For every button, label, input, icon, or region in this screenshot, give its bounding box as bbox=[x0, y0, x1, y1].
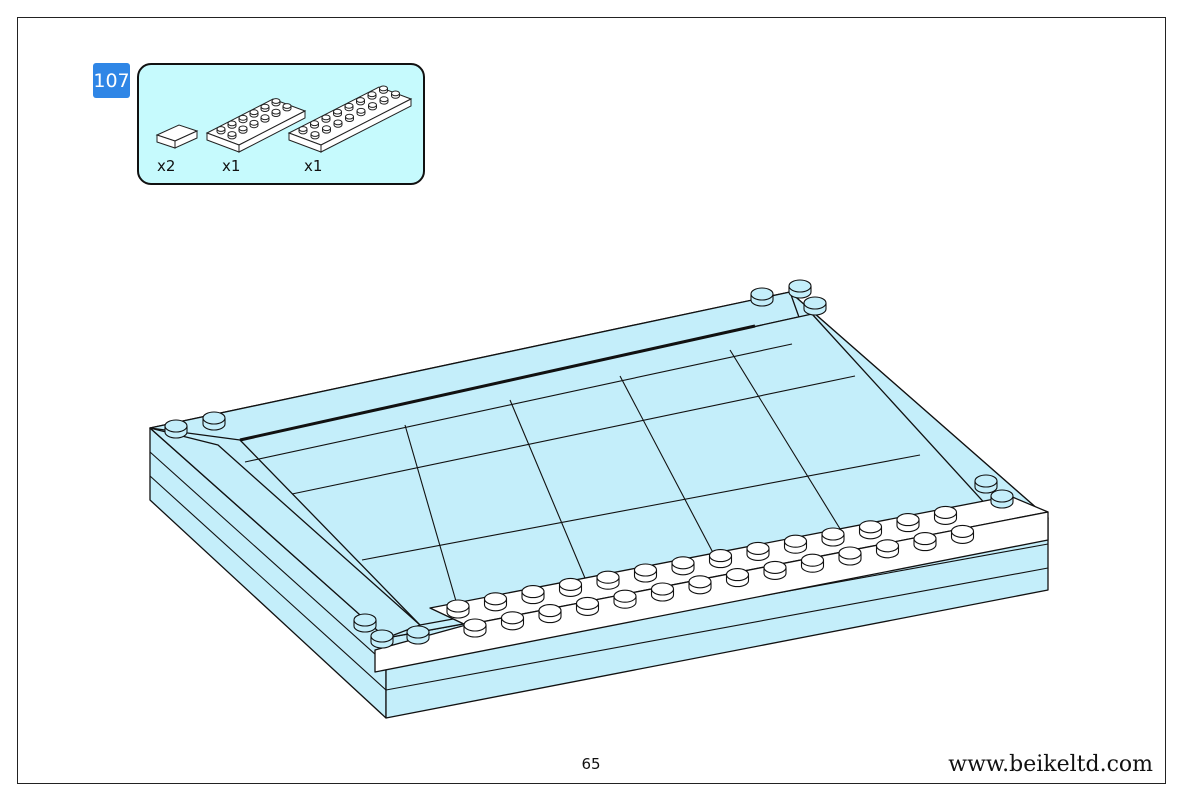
floor-seam bbox=[361, 454, 921, 561]
part-stud bbox=[321, 114, 331, 123]
plate-stud bbox=[950, 524, 975, 544]
plate-stud bbox=[483, 592, 508, 612]
corner-stud bbox=[803, 296, 827, 316]
corner-stud bbox=[202, 411, 226, 431]
part-stud bbox=[249, 109, 259, 118]
corner-stud bbox=[990, 489, 1014, 509]
part-stud bbox=[271, 108, 281, 117]
plate-stud bbox=[800, 553, 825, 573]
floor-seam bbox=[291, 375, 856, 495]
website-url[interactable]: www.beikeltd.com bbox=[948, 752, 1153, 777]
plate-stud bbox=[763, 560, 787, 580]
plate-stud bbox=[558, 577, 583, 597]
part-qty-tile: x2 bbox=[157, 157, 176, 175]
back-wall-gap bbox=[239, 324, 756, 442]
part-stud bbox=[227, 120, 237, 129]
plate-stud bbox=[725, 568, 750, 588]
part-stud bbox=[333, 108, 342, 117]
part-stud bbox=[249, 119, 259, 129]
plate-stud bbox=[875, 539, 900, 559]
step-number-badge: 107 bbox=[93, 63, 130, 98]
parts-list-panel: x2 x1 x1 bbox=[137, 63, 425, 185]
part-stud bbox=[310, 131, 320, 140]
plate-stud bbox=[538, 604, 562, 624]
part-stud bbox=[356, 97, 365, 106]
plate-stud bbox=[746, 541, 770, 561]
part-stud bbox=[282, 103, 292, 112]
plate-stud bbox=[913, 532, 937, 552]
corner-stud bbox=[788, 279, 812, 299]
plate-stud bbox=[708, 549, 733, 569]
plate-stud bbox=[838, 546, 862, 566]
plate-stud bbox=[858, 520, 883, 540]
corner-stud bbox=[406, 625, 430, 645]
part-stud bbox=[391, 90, 400, 99]
side-layer-line bbox=[149, 451, 387, 665]
part-stud bbox=[310, 120, 319, 129]
part-stud bbox=[238, 114, 248, 124]
plate-stud bbox=[633, 563, 658, 583]
part-stud bbox=[260, 114, 270, 123]
plate-stud bbox=[821, 527, 845, 547]
part-stud bbox=[322, 125, 331, 134]
part-stud bbox=[356, 107, 366, 117]
floor-seam bbox=[509, 399, 591, 591]
page-number: 65 bbox=[581, 755, 601, 773]
part-qty-plate-2x8: x1 bbox=[304, 157, 323, 175]
plate-stud bbox=[783, 534, 808, 554]
part-stud bbox=[271, 98, 281, 107]
plate-stud bbox=[688, 575, 712, 595]
plate-stud bbox=[463, 618, 487, 638]
plate-stud bbox=[933, 505, 958, 525]
part-stud bbox=[379, 85, 388, 94]
plate-stud bbox=[896, 513, 920, 533]
corner-stud bbox=[353, 613, 377, 633]
part-stud bbox=[227, 131, 237, 140]
part-stud bbox=[368, 102, 377, 111]
part-stud bbox=[344, 102, 354, 112]
part-stud bbox=[345, 113, 354, 122]
part-stud bbox=[260, 103, 270, 112]
part-stud bbox=[216, 126, 226, 135]
plate-stud bbox=[671, 556, 695, 576]
plate-stud bbox=[500, 611, 525, 631]
plate-stud bbox=[613, 589, 637, 609]
corner-stud bbox=[164, 419, 188, 439]
floor-seam bbox=[244, 343, 793, 463]
corner-stud bbox=[370, 629, 394, 649]
floor-seam bbox=[404, 424, 461, 616]
plate-stud bbox=[575, 596, 600, 616]
plate-stud bbox=[650, 582, 675, 602]
floor-seam bbox=[619, 375, 721, 567]
plate-stud bbox=[596, 570, 620, 590]
corner-stud bbox=[974, 474, 998, 494]
side-layer-line bbox=[149, 475, 387, 691]
part-stud bbox=[298, 126, 308, 135]
front-layer-line bbox=[385, 567, 1049, 691]
corner-stud bbox=[750, 287, 774, 307]
part-stud bbox=[367, 91, 377, 100]
floor-seam bbox=[729, 349, 851, 546]
part-qty-plate-2x6: x1 bbox=[222, 157, 241, 175]
tile-1x2-icon bbox=[155, 124, 199, 149]
page-frame bbox=[17, 17, 1166, 784]
part-stud bbox=[333, 119, 343, 128]
plate-stud bbox=[521, 585, 545, 605]
plate-stud bbox=[446, 599, 470, 619]
part-stud bbox=[238, 125, 248, 134]
part-stud bbox=[379, 96, 389, 105]
